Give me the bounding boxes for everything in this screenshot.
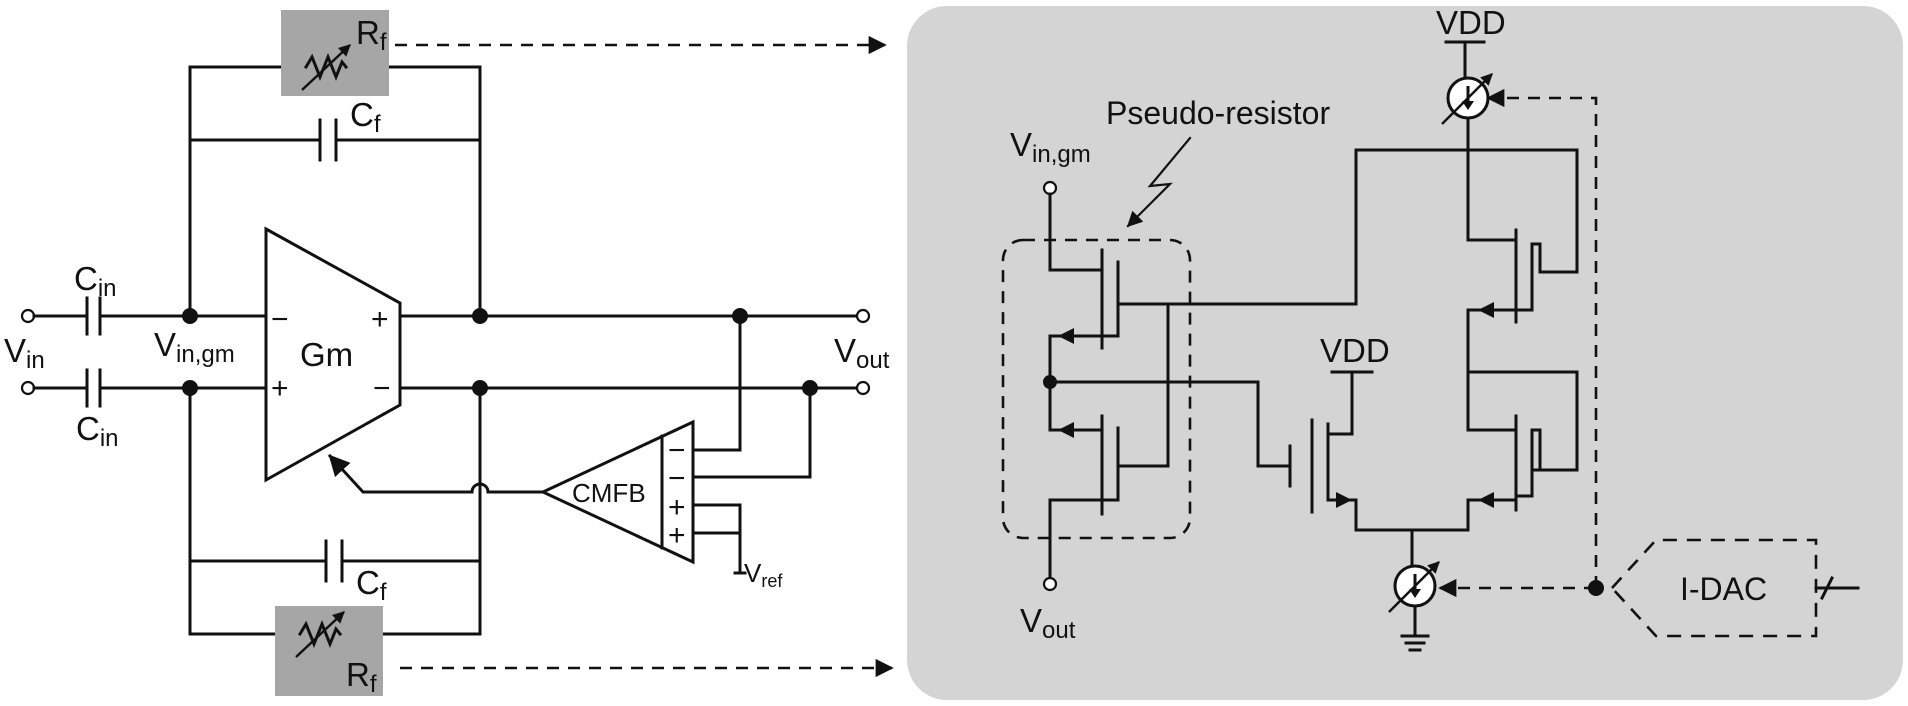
gm-amplifier-label: Gm [300,336,353,373]
cmfb-block [539,419,695,565]
output-terminal-bottom [855,380,871,396]
idac-label: I-DAC [1680,571,1767,607]
input-capacitor-bottom [85,368,102,408]
cmfb-input-2-sign: − [668,462,686,495]
feedback-capacitor-bottom-label: Cf [356,564,387,606]
gm-negative-output-sign: − [373,372,391,405]
pseudo-resistor-box [1001,238,1192,540]
input-capacitor-bottom-label: Cin [76,410,119,452]
pseudo-resistor-label: Pseudo-resistor [1106,95,1330,131]
cmfb-label: CMFB [572,478,646,508]
pseudo-resistor-bias-circuit [1001,40,1860,652]
pseudo-resistor-vin-label: Vin,gm [1010,126,1091,168]
feedback-resistor-top-highlight [281,10,389,96]
feedback-resistor-bottom [295,611,345,658]
output-terminal-top [855,308,871,324]
vdd-middle-label: VDD [1320,332,1390,369]
feedback-resistor-bottom-label: Rf [346,656,377,698]
gm-input-node-label: Vin,gm [154,326,235,368]
feedback-resistor-top-label: Rf [356,14,387,56]
feedback-resistor-top [301,44,351,91]
feedback-resistor-bottom-highlight [275,606,383,696]
output-voltage-label: Vout [834,332,890,374]
gm-inverting-input-sign: − [271,303,289,336]
cmfb-input-1-sign: − [668,434,686,467]
reference-voltage-label: Vref [744,558,783,591]
pseudo-resistor-vout-label: Vout [1020,602,1076,644]
gm-noninverting-input-sign: + [271,372,289,405]
cmfb-input-4-sign: + [668,519,686,552]
pseudo-resistor-vout-terminal [1042,576,1058,592]
input-voltage-label: Vin [4,332,45,374]
gm-positive-output-sign: + [371,303,389,336]
input-capacitor-top [85,296,102,336]
pseudo-resistor-vin-terminal [1042,180,1058,196]
feedback-capacitor-top [318,118,338,162]
vdd-top-label: VDD [1436,4,1506,41]
input-terminal-top [20,308,36,324]
cmfb-input-3-sign: + [668,491,686,524]
feedback-capacitor-bottom [324,539,344,583]
input-terminal-bottom [20,380,36,396]
input-capacitor-top-label: Cin [74,260,117,302]
gm-amplifier [264,226,402,483]
feedback-capacitor-top-label: Cf [350,96,381,138]
amplifier-circuit [20,10,894,696]
